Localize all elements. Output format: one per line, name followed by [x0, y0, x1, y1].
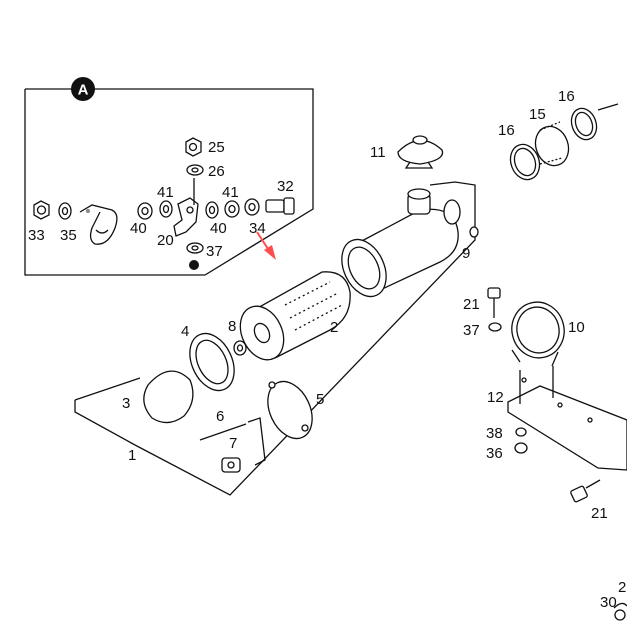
washer-40-left: [137, 202, 153, 220]
detail-a-frame: [24, 88, 314, 276]
hose-clamp-16-right: [570, 103, 619, 141]
label-37-detail: 37: [206, 243, 223, 260]
detail-a-callout: A: [71, 77, 95, 101]
callout-letter: A: [78, 82, 89, 99]
washer-26: [186, 164, 204, 176]
label-37-right: 37: [463, 322, 480, 339]
label-3: 3: [122, 395, 130, 412]
label-21-upper: 21: [463, 296, 480, 313]
washer-40-right: [205, 201, 219, 219]
label-15: 15: [529, 106, 546, 123]
washer-41-left: [159, 200, 173, 218]
nut-36: [514, 442, 528, 454]
label-35: 35: [60, 227, 77, 244]
label-16-right: 16: [558, 88, 575, 105]
label-6: 6: [216, 408, 224, 425]
valve-9: [469, 226, 479, 238]
label-32: 32: [277, 178, 294, 195]
washer-37-right: [488, 322, 502, 332]
label-40-right: 40: [210, 220, 227, 237]
label-2: 2: [330, 319, 338, 336]
label-4: 4: [181, 323, 189, 340]
main-assembly-bracket: [74, 181, 476, 496]
label-11: 11: [370, 144, 386, 161]
label-30: 30: [600, 594, 617, 611]
filter-element-2: [239, 271, 351, 361]
clamp-20: [173, 197, 199, 237]
label-41-right: 41: [222, 184, 239, 201]
cap-11: [397, 135, 444, 169]
bolt-21-lower: [570, 479, 601, 503]
label-12: 12: [487, 389, 504, 406]
gasket-4: [189, 332, 235, 392]
label-16-left: 16: [498, 122, 515, 139]
label-8: 8: [228, 318, 236, 335]
label-40-left: 40: [130, 220, 147, 237]
label-9: 9: [462, 245, 470, 262]
part-labels: 25 26 41 41 32 33 35 40 20 40 34 37 11 9…: [28, 88, 626, 611]
latch-7: [221, 457, 241, 473]
label-2-edge: 2: [618, 579, 626, 596]
clamp-band-5: [267, 380, 313, 440]
spring-clip-6: [199, 417, 266, 466]
label-5: 5: [316, 391, 324, 408]
filter-housing: [341, 188, 461, 298]
label-10: 10: [568, 319, 585, 336]
washer-37: [186, 242, 204, 270]
washer-35: [58, 202, 72, 220]
label-36: 36: [486, 445, 503, 462]
indicator-arrow: [256, 231, 276, 260]
strap-10: [511, 301, 565, 367]
nut-33: [33, 200, 50, 220]
label-38: 38: [486, 425, 503, 442]
bolt-21-upper: [487, 287, 501, 318]
label-34: 34: [249, 220, 266, 237]
bracket: [79, 204, 118, 245]
washer-34: [244, 198, 260, 216]
washer-38: [515, 427, 527, 437]
part-30-partial: [613, 602, 627, 621]
nut-25: [185, 137, 202, 157]
label-26: 26: [208, 163, 225, 180]
washer-41-right: [224, 200, 240, 218]
bolt-32: [265, 197, 295, 215]
label-41-left: 41: [157, 184, 174, 201]
hose-clamp-16-left: [509, 143, 541, 181]
detail-a-parts: [33, 137, 295, 270]
hose-15: [534, 121, 570, 167]
nut-8: [233, 340, 247, 356]
label-1: 1: [128, 447, 136, 464]
label-25: 25: [208, 139, 225, 156]
dust-cap-3: [143, 370, 194, 424]
label-21-lower: 21: [591, 505, 608, 522]
label-20: 20: [157, 232, 174, 249]
label-33: 33: [28, 227, 45, 244]
mounting-plate-12: [507, 366, 627, 471]
label-7: 7: [229, 435, 237, 452]
